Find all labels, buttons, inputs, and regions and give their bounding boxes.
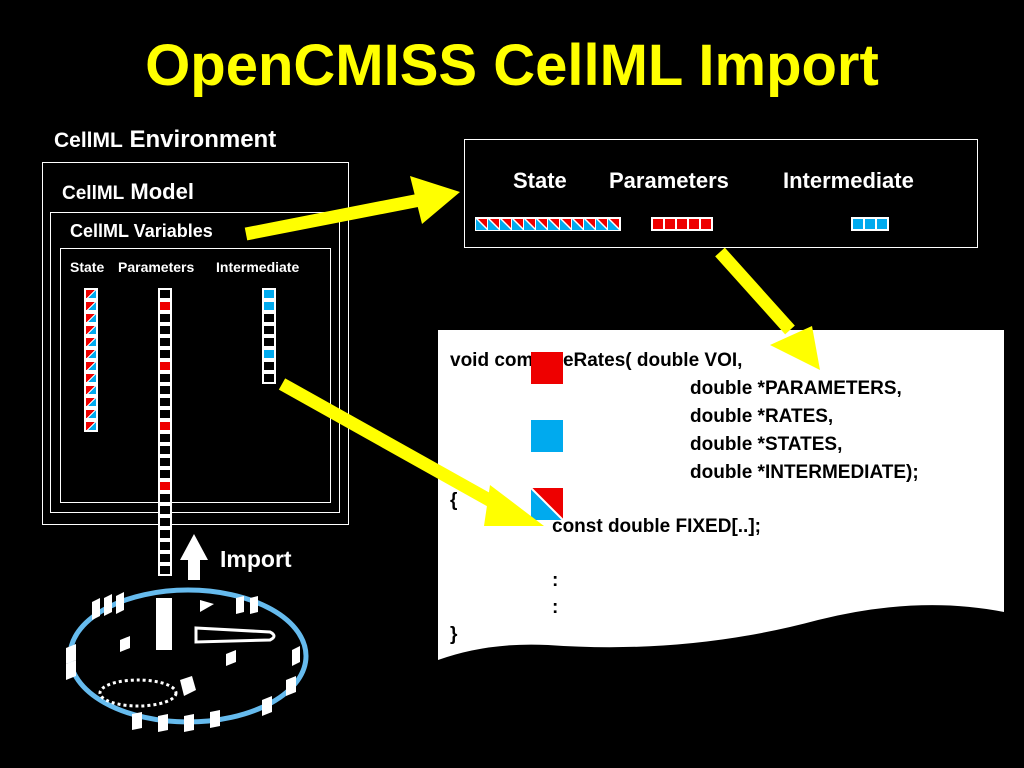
parameter-variable-cell bbox=[158, 432, 172, 444]
array-intermediate-label: Intermediate bbox=[783, 168, 914, 193]
environment-box bbox=[42, 162, 349, 525]
state-variable-cell bbox=[84, 312, 98, 324]
state-variable-cell bbox=[84, 288, 98, 300]
slide-title: OpenCMISS CellML Import bbox=[145, 33, 879, 98]
code-open-brace: { bbox=[450, 490, 458, 511]
parameter-variable-cell bbox=[158, 552, 172, 564]
state-variable-cell bbox=[84, 408, 98, 420]
code-line-parameters: double *PARAMETERS, bbox=[690, 378, 902, 399]
parameter-variable-cell bbox=[158, 504, 172, 516]
parameters-marker-square bbox=[531, 352, 563, 384]
environment-label: CellML Environment bbox=[54, 126, 276, 154]
import-arrow bbox=[180, 534, 208, 580]
state-variable-cell bbox=[84, 348, 98, 360]
arrays-panel bbox=[464, 139, 978, 248]
array-parameters-label: Parameters bbox=[609, 168, 729, 193]
code-close-brace: } bbox=[450, 624, 458, 645]
parameter-variable-cell bbox=[158, 540, 172, 552]
environment-word: Environment bbox=[129, 126, 277, 153]
column-state-label: State bbox=[70, 259, 105, 275]
import-label: Import bbox=[220, 546, 292, 572]
intermediate-variable-cell bbox=[262, 324, 276, 336]
model-label: CellML Model bbox=[62, 179, 194, 205]
parameter-variable-cell bbox=[158, 444, 172, 456]
parameter-variable-column bbox=[158, 288, 172, 576]
intermediate-variable-column bbox=[262, 288, 276, 384]
parameter-variable-cell bbox=[158, 516, 172, 528]
state-variable-cell bbox=[84, 396, 98, 408]
state-variable-cell bbox=[84, 324, 98, 336]
code-panel bbox=[438, 330, 1004, 660]
intermediate-variable-cell bbox=[262, 360, 276, 372]
code-line-signature: void computeRates( double VOI, bbox=[450, 350, 743, 371]
environment-prefix: CellML bbox=[54, 129, 123, 152]
variables-label: CellML Variables bbox=[70, 221, 213, 241]
state-variable-cell bbox=[84, 360, 98, 372]
parameter-variable-cell bbox=[158, 492, 172, 504]
parameter-variable-cell bbox=[158, 420, 172, 432]
state-variable-column bbox=[84, 288, 98, 432]
state-variable-cell bbox=[84, 372, 98, 384]
intermediate-variable-cell bbox=[262, 288, 276, 300]
variables-box bbox=[60, 248, 331, 503]
column-intermediate-label: Intermediate bbox=[216, 259, 300, 275]
parameter-variable-cell bbox=[158, 312, 172, 324]
parameter-variable-cell bbox=[158, 468, 172, 480]
parameter-variable-cell bbox=[158, 408, 172, 420]
state-variable-cell bbox=[84, 336, 98, 348]
parameter-variable-cell bbox=[158, 288, 172, 300]
code-dots-2: : bbox=[552, 597, 559, 618]
state-variable-cell bbox=[84, 420, 98, 432]
model-word: Model bbox=[130, 179, 194, 204]
parameter-variable-cell bbox=[158, 324, 172, 336]
code-line-rates: double *RATES, bbox=[690, 406, 834, 427]
code-dots-1: : bbox=[552, 570, 559, 591]
parameter-variable-cell bbox=[158, 360, 172, 372]
state-variable-cell bbox=[84, 300, 98, 312]
parameter-variable-cell bbox=[158, 372, 172, 384]
column-parameters-label: Parameters bbox=[118, 259, 195, 275]
intermediate-variable-cell bbox=[262, 312, 276, 324]
model-box bbox=[50, 212, 340, 513]
model-prefix: CellML bbox=[62, 183, 125, 204]
parameter-variable-cell bbox=[158, 336, 172, 348]
parameter-variable-cell bbox=[158, 300, 172, 312]
intermediate-marker-square bbox=[531, 420, 563, 452]
intermediate-variable-cell bbox=[262, 348, 276, 360]
code-line-states: double *STATES, bbox=[690, 434, 843, 455]
cell-model-icon bbox=[66, 587, 309, 732]
parameter-variable-cell bbox=[158, 480, 172, 492]
parameter-variable-cell bbox=[158, 396, 172, 408]
code-line-intermediate: double *INTERMEDIATE); bbox=[690, 462, 919, 483]
code-panel-background bbox=[438, 330, 1004, 660]
parameter-variable-cell bbox=[158, 384, 172, 396]
parameter-variable-cell bbox=[158, 456, 172, 468]
intermediate-variable-cell bbox=[262, 300, 276, 312]
state-variable-cell bbox=[84, 384, 98, 396]
parameter-variable-cell bbox=[158, 564, 172, 576]
parameter-variable-cell bbox=[158, 528, 172, 540]
array-state-label: State bbox=[513, 168, 567, 193]
code-line-fixed: const double FIXED[..]; bbox=[552, 516, 761, 537]
parameter-variable-cell bbox=[158, 348, 172, 360]
intermediate-variable-cell bbox=[262, 336, 276, 348]
intermediate-variable-cell bbox=[262, 372, 276, 384]
